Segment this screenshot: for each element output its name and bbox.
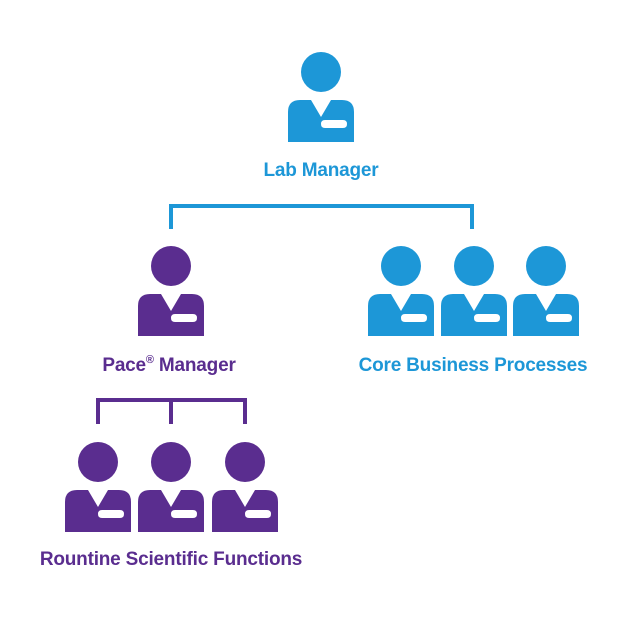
lab-manager-label: Lab Manager [263,160,379,181]
core-business-person-icon-1 [368,246,434,336]
pace-manager-label: Pace® Manager [102,354,236,376]
core-business-label: Core Business Processes [358,355,588,376]
connector-lab-manager [169,204,474,229]
pace-manager-label-rest: Manager [153,355,236,376]
routine-person-icon-3 [212,442,278,532]
pace-manager-label-main: Pace [102,355,146,376]
lab-manager-person-icon [288,52,354,142]
pace-manager-person-icon [138,246,204,336]
connector-pace-manager [96,398,247,424]
core-business-person-icon-3 [513,246,579,336]
routine-person-icon-1 [65,442,131,532]
core-business-person-icon-2 [441,246,507,336]
registered-mark: ® [145,354,154,366]
routine-functions-label: Rountine Scientific Functions [39,549,303,570]
routine-person-icon-2 [138,442,204,532]
